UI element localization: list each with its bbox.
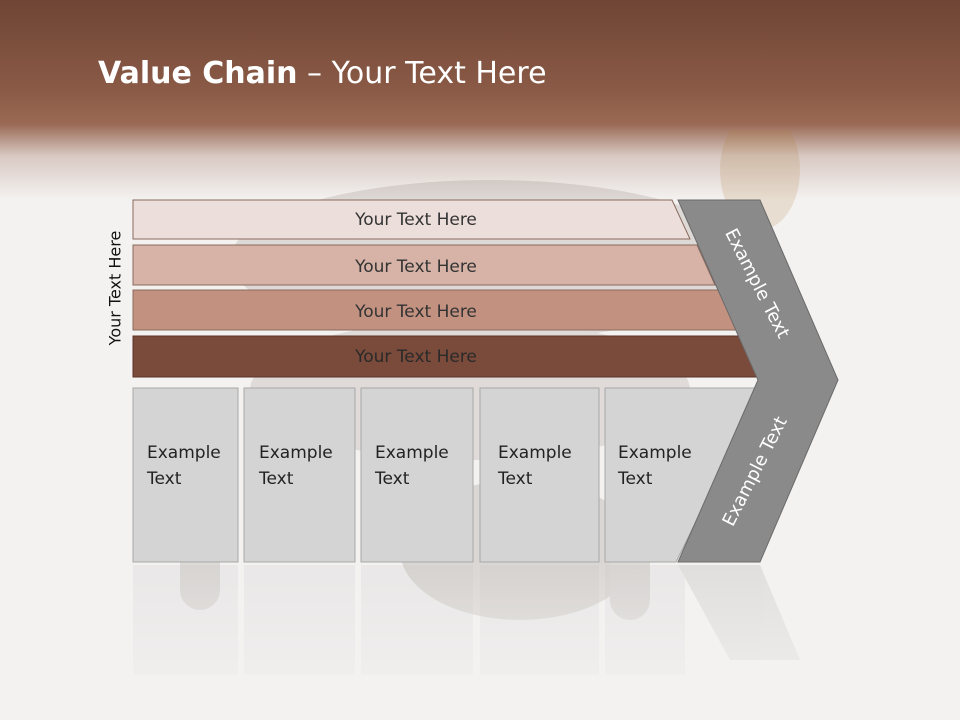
activity-box-1-text: Example Text <box>147 440 237 492</box>
activity-box-3-line2: Text <box>375 469 410 489</box>
margin-chevron <box>677 199 839 563</box>
activity-box-5-line2: Text <box>618 469 653 489</box>
page-title: Value Chain – Your Text Here <box>98 56 547 91</box>
activity-box-5-text: Example Text <box>618 440 708 492</box>
activity-box-2-line1: Example <box>259 443 333 463</box>
activity-box-2-text: Example Text <box>259 440 349 492</box>
bar-2 <box>132 244 716 286</box>
activity-box-2-line2: Text <box>259 469 294 489</box>
activity-box-1-line2: Text <box>147 469 182 489</box>
activity-box-3 <box>360 387 474 563</box>
header-banner <box>0 0 960 200</box>
bar-2-label: Your Text Here <box>354 257 477 277</box>
bar-1 <box>132 199 691 240</box>
activity-box-3-line1: Example <box>375 443 449 463</box>
page-title-bold: Value Chain <box>98 56 298 91</box>
activity-box-3-text: Example Text <box>375 440 465 492</box>
activity-box-4-line2: Text <box>498 469 533 489</box>
activity-box-1 <box>132 387 239 563</box>
bar-1-label: Your Text Here <box>354 210 477 230</box>
activity-box-1-line1: Example <box>147 443 221 463</box>
bar-3-label: Your Text Here <box>354 302 477 322</box>
bar-4-label: Your Text Here <box>354 347 477 367</box>
reflection-fade <box>0 560 960 720</box>
page-title-rest: – Your Text Here <box>297 56 547 91</box>
activity-box-4-line1: Example <box>498 443 572 463</box>
activity-box-5-line1: Example <box>618 443 692 463</box>
activity-box-4-text: Example Text <box>498 440 588 492</box>
activity-box-2 <box>243 387 356 563</box>
